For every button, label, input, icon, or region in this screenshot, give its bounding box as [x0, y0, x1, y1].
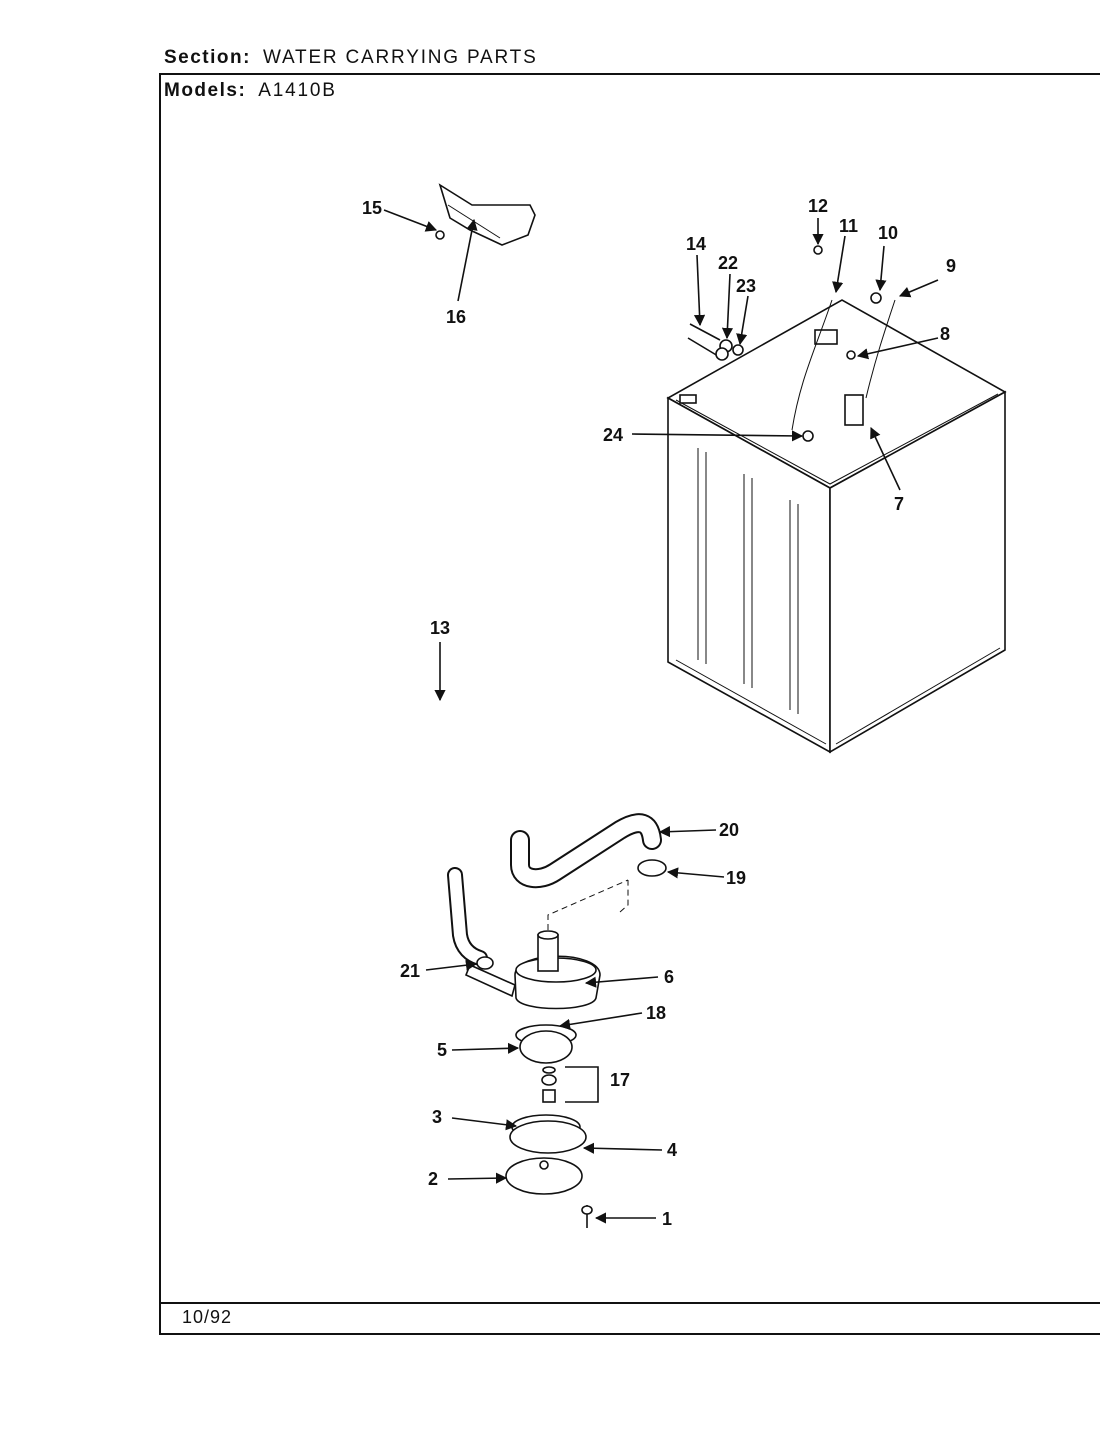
- callout-2: 2: [428, 1169, 438, 1189]
- cabinet-drawing: [666, 299, 1007, 754]
- callout-13: 13: [430, 618, 450, 638]
- section-value: WATER CARRYING PARTS: [262, 47, 538, 68]
- callout-12: 12: [808, 196, 828, 216]
- page-frame: [159, 73, 1100, 1335]
- callout-23: 23: [736, 276, 756, 296]
- callout-5: 5: [437, 1040, 447, 1060]
- leader-lines: [383, 209, 939, 1224]
- section-heading: Section: WATER CARRYING PARTS: [164, 47, 538, 69]
- callout-17: 17: [610, 1070, 630, 1090]
- callout-1: 1: [662, 1209, 672, 1229]
- callout-11: 11: [839, 216, 858, 236]
- callout-9: 9: [946, 256, 956, 276]
- callout-7: 7: [894, 494, 904, 514]
- models-label: Models:: [164, 80, 247, 101]
- callout-19: 19: [726, 868, 746, 888]
- callout-24: 24: [603, 425, 623, 445]
- callout-10: 10: [878, 223, 898, 243]
- models-heading: Models: A1410B: [164, 80, 337, 102]
- section-label: Section:: [164, 47, 251, 68]
- callout-18: 18: [646, 1003, 666, 1023]
- callout-20: 20: [719, 820, 739, 840]
- revision-date: 10/92: [182, 1307, 233, 1327]
- callout-4: 4: [667, 1140, 677, 1160]
- hoses-and-pump: [411, 703, 667, 1228]
- callout-6: 6: [664, 967, 674, 987]
- callout-16: 16: [446, 307, 466, 327]
- callout-3: 3: [432, 1107, 442, 1127]
- callout-21: 21: [400, 961, 420, 981]
- callout-15: 15: [362, 198, 382, 218]
- callout-14: 14: [686, 234, 706, 254]
- callout-labels: 1 2 3 4 5 6 7 8 9 10 11 12 13 14 15 16 1…: [362, 196, 956, 1229]
- footer-rule: [159, 1302, 1100, 1304]
- callout-8: 8: [940, 324, 950, 344]
- models-value: A1410B: [258, 80, 337, 101]
- callout-22: 22: [718, 253, 738, 273]
